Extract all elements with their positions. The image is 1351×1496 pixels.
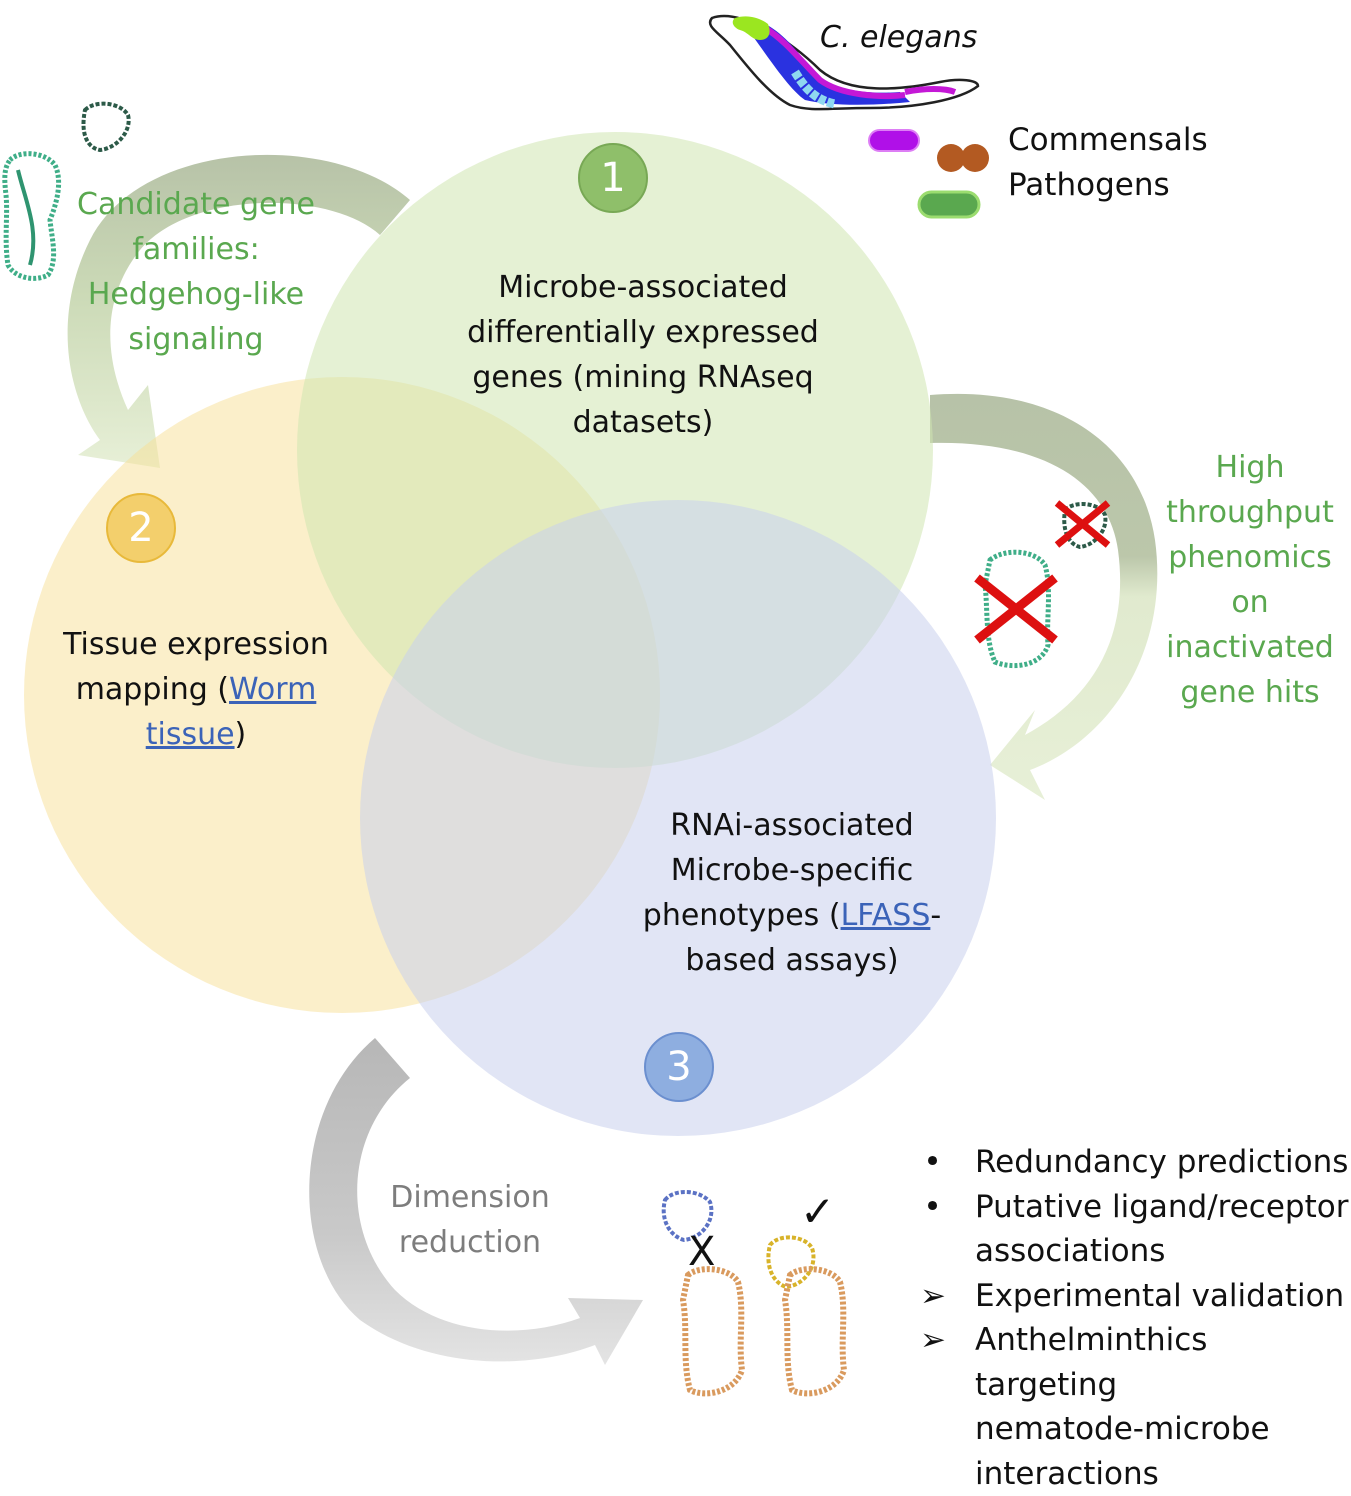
candidate-line-1: Candidate gene — [77, 187, 315, 222]
worm-tissue-link[interactable]: Worm — [229, 672, 317, 707]
circle-2-line-2: mapping (Worm — [46, 667, 346, 712]
phenomics-line-2: throughput — [1166, 495, 1334, 530]
circle-2-line-2-prefix: mapping ( — [75, 672, 230, 707]
outcome-4-line-2: nematode-microbe — [975, 1411, 1270, 1447]
candidate-gene-annotation: Candidate gene families: Hedgehog-like s… — [66, 182, 326, 362]
legend-pathogens: Pathogens — [1008, 167, 1170, 203]
pathogen-bacterium-icon — [917, 190, 981, 219]
receptor-protein-left-icon — [679, 1266, 746, 1397]
phenomics-line-4: on — [1231, 585, 1269, 620]
dimension-line-2: reduction — [398, 1225, 542, 1260]
circle-1-line-4: datasets) — [572, 405, 714, 440]
ligand-protein-knockout-icon — [1054, 500, 1111, 550]
candidate-line-3: Hedgehog-like — [87, 277, 305, 312]
lfass-link[interactable]: LFASS — [840, 898, 931, 933]
circle-1-line-3: genes (mining RNAseq — [472, 360, 814, 395]
candidate-line-4: signaling — [128, 322, 264, 357]
outcome-4-line-3: interactions — [975, 1455, 1159, 1492]
outcome-item: • Putative ligand/receptor associations — [920, 1185, 1350, 1274]
outcome-3-line-1: Experimental validation — [975, 1277, 1345, 1314]
legend-commensals: Commensals — [1008, 122, 1208, 158]
dimension-flow-arrow — [309, 1038, 643, 1365]
step-1-badge: 1 — [578, 143, 648, 213]
receptor-protein-right-icon — [781, 1266, 848, 1397]
organism-label: C. elegans — [820, 20, 978, 55]
step-3-badge: 3 — [644, 1032, 714, 1102]
receptor-protein-icon — [2, 151, 62, 281]
circle-1-line-2: differentially expressed — [467, 315, 819, 350]
circle-3-line-2: Microbe-specific — [670, 853, 914, 888]
ligand-yellow-protein-icon — [766, 1235, 816, 1290]
bullet-icon: • — [923, 1188, 942, 1225]
venn-circle-3 — [360, 500, 996, 1136]
circle-3-label: RNAi-associated Microbe-specific phenoty… — [622, 803, 962, 983]
step-1-number: 1 — [600, 155, 626, 201]
outcomes-list: • Redundancy predictions • Putative liga… — [920, 1140, 1350, 1496]
circle-3-line-3-suffix: - — [930, 898, 942, 933]
circle-2-line-3-suffix: ) — [234, 717, 247, 752]
phenomics-flow-arrow — [930, 393, 1158, 800]
circle-2-label: Tissue expression mapping (Worm tissue) — [46, 622, 346, 757]
circle-3-line-4: based assays) — [685, 943, 899, 978]
dimension-line-1: Dimension — [390, 1180, 550, 1215]
outcome-1-line-1: Redundancy predictions — [975, 1144, 1349, 1180]
ligand-blue-protein-icon — [661, 1190, 714, 1243]
phenomics-line-5: inactivated — [1166, 630, 1334, 665]
phenomics-line-1: High — [1215, 450, 1285, 485]
step-3-number: 3 — [666, 1044, 692, 1090]
diagram-graphics — [2, 15, 1158, 1397]
commensal-bacterium-icon — [868, 129, 920, 152]
outcome-item: • Redundancy predictions — [920, 1140, 1350, 1185]
workflow-diagram: 1 2 3 Microbe-associated differentially … — [2, 15, 1350, 1492]
interaction-ok-mark: ✓ — [800, 1187, 836, 1236]
worm-anatomy-icon — [708, 15, 980, 111]
ligand-protein-icon — [81, 101, 131, 153]
phenomics-annotation: High throughput phenomics on inactivated… — [1150, 445, 1350, 715]
phenomics-line-6: gene hits — [1180, 675, 1320, 710]
outcome-item: ➢ Experimental validation — [920, 1274, 1350, 1319]
arrow-bullet-icon: ➢ — [920, 1322, 946, 1358]
step-2-badge: 2 — [106, 493, 176, 563]
step-2-number: 2 — [128, 505, 154, 551]
outcome-item: ➢ Anthelminthics targeting nematode-micr… — [920, 1318, 1350, 1496]
worm-tissue-link-continued[interactable]: tissue — [145, 717, 235, 752]
outcome-2-line-1: Putative ligand/receptor — [975, 1188, 1349, 1225]
circle-2-line-1: Tissue expression — [63, 627, 329, 662]
circle-1-label: Microbe-associated differentially expres… — [443, 265, 843, 445]
phenomics-line-3: phenomics — [1168, 540, 1332, 575]
arrow-bullet-icon: ➢ — [920, 1277, 946, 1314]
bullet-icon: • — [923, 1144, 942, 1180]
circle-3-line-3: phenotypes (LFASS- — [622, 893, 962, 938]
diplococcus-icon — [937, 144, 989, 172]
outcome-4-line-1: Anthelminthics targeting — [975, 1322, 1208, 1403]
interaction-fail-mark: X — [688, 1229, 716, 1275]
circle-3-line-1: RNAi-associated — [670, 808, 914, 843]
circle-2-line-3: tissue) — [46, 712, 346, 757]
outcome-2-line-2: associations — [975, 1233, 1166, 1269]
candidate-line-2: families: — [132, 232, 260, 267]
candidate-flow-arrow — [67, 154, 410, 469]
circle-1-line-1: Microbe-associated — [498, 270, 788, 305]
dimension-reduction-annotation: Dimension reduction — [370, 1175, 570, 1265]
circle-3-line-3-prefix: phenotypes ( — [642, 898, 841, 933]
receptor-protein-knockout-icon — [974, 549, 1058, 669]
